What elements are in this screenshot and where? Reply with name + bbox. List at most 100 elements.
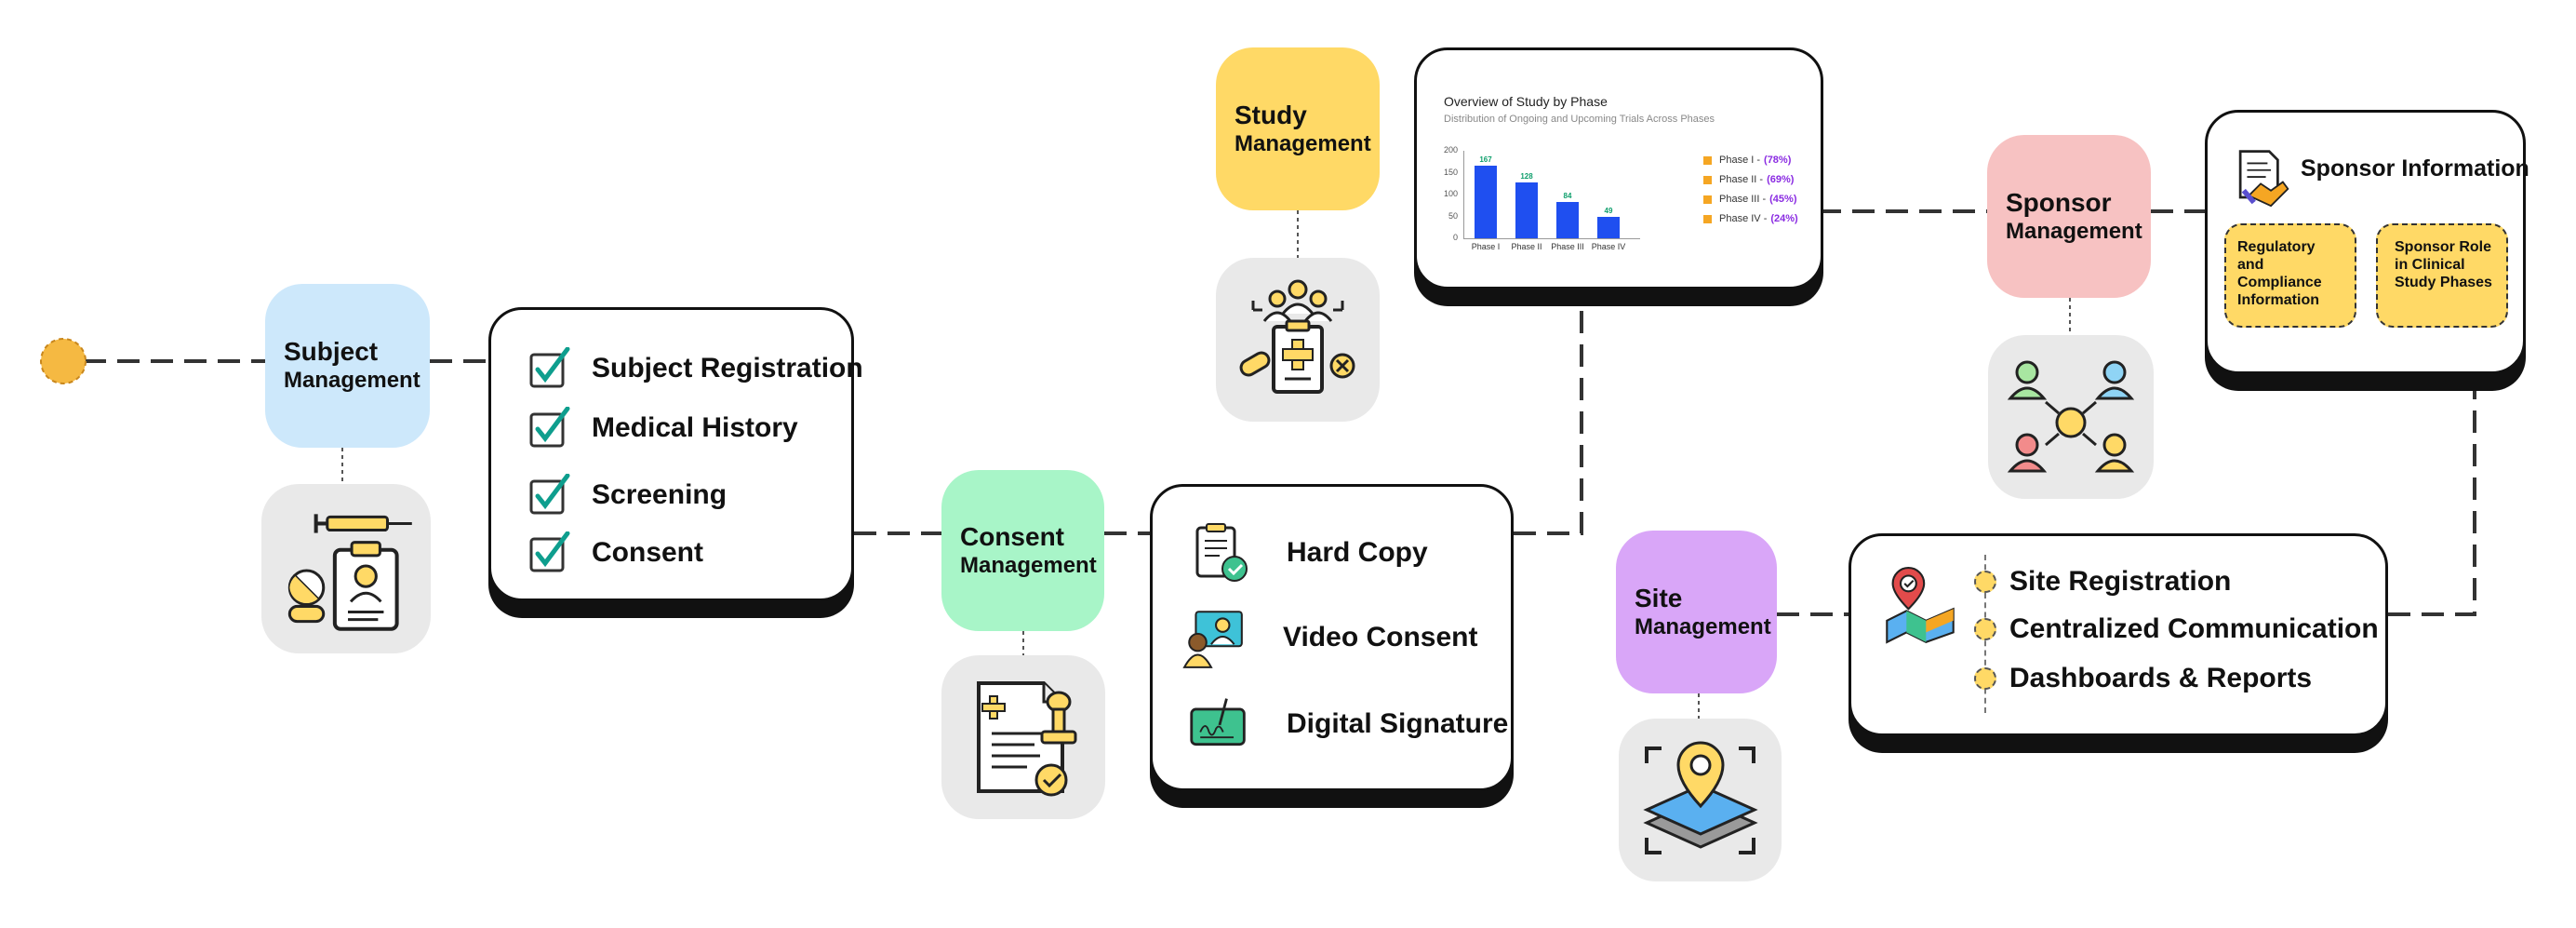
- legend-item: Phase I -(78%): [1703, 155, 1791, 166]
- bar-value-label: 128: [1520, 171, 1533, 181]
- subject-item-label: Subject Registration: [592, 353, 863, 383]
- team-clipboard-pills-icon: [1216, 258, 1380, 422]
- study-title: Study: [1235, 100, 1307, 129]
- subject-subtitle: Management: [284, 368, 420, 393]
- study-management-node[interactable]: Study Management: [1216, 47, 1380, 210]
- start-node: [40, 338, 87, 384]
- checkbox-checked-icon: [529, 474, 570, 515]
- site-item-dashboards[interactable]: Dashboards & Reports: [1974, 663, 2312, 694]
- consent-item-label: Digital Signature: [1287, 708, 1509, 739]
- y-tick-label: 200: [1443, 145, 1458, 155]
- map-location-icon: [1886, 567, 1955, 644]
- legend-percent: (24%): [1770, 213, 1798, 224]
- checkbox-checked-icon: [529, 531, 570, 572]
- legend-item: Phase IV -(24%): [1703, 213, 1798, 224]
- legend-label: Phase II -: [1719, 174, 1764, 185]
- bar-phase-iv[interactable]: [1597, 216, 1620, 238]
- clipboard-check-icon: [1195, 523, 1248, 582]
- bar-phase-ii[interactable]: [1515, 182, 1538, 238]
- y-tick-label: 0: [1452, 233, 1458, 242]
- y-axis-line: [1463, 151, 1464, 238]
- site-item-label: Site Registration: [2009, 566, 2232, 597]
- subject-item-consent[interactable]: Consent: [528, 531, 703, 574]
- consent-subtitle: Management: [960, 552, 1097, 578]
- legend-swatch: [1703, 195, 1712, 204]
- bar-value-label: 167: [1479, 155, 1492, 164]
- consent-item-label: Hard Copy: [1287, 537, 1428, 568]
- site-item-label: Dashboards & Reports: [2009, 663, 2313, 693]
- study-subtitle: Management: [1235, 130, 1371, 156]
- consent-items-card: Hard Copy Video Consent Digital Signatur…: [1150, 484, 1514, 791]
- tablet-signature-icon: [1190, 698, 1246, 746]
- sponsor-info-card: Sponsor Information Regulatory and Compl…: [2205, 110, 2529, 374]
- y-tick-label: 150: [1443, 167, 1458, 177]
- x-tick-label: Phase I: [1471, 242, 1501, 251]
- bullet-icon: [1974, 571, 1996, 593]
- subject-item-registration[interactable]: Subject Registration: [528, 347, 863, 390]
- subject-item-label: Consent: [592, 537, 703, 568]
- sponsor-management-node[interactable]: Sponsor Management: [1987, 135, 2151, 298]
- chart-legend: Phase I -(78%)Phase II -(69%)Phase III -…: [1703, 155, 1815, 257]
- legend-label: Phase I -: [1719, 155, 1761, 166]
- x-tick-label: Phase III: [1551, 242, 1584, 251]
- legend-percent: (45%): [1769, 194, 1797, 205]
- site-item-label: Centralized Communication: [2009, 613, 2379, 644]
- site-subtitle: Management: [1635, 613, 1771, 639]
- subject-item-medical-history[interactable]: Medical History: [528, 407, 798, 450]
- y-tick-label: 100: [1443, 189, 1458, 198]
- sponsor-info-title: Sponsor Information: [2301, 155, 2529, 182]
- legend-percent: (78%): [1764, 155, 1792, 166]
- bar-value-label: 49: [1604, 206, 1613, 215]
- document-stamp-icon: [941, 655, 1105, 819]
- legend-item: Phase III -(45%): [1703, 194, 1796, 205]
- checkbox-checked-icon: [529, 347, 570, 388]
- people-network-icon: [1988, 335, 2154, 499]
- site-items-card: Site Registration Centralized Communicat…: [1849, 533, 2388, 736]
- subject-item-label: Screening: [592, 479, 727, 510]
- sponsor-subtitle: Management: [2006, 218, 2142, 244]
- subject-management-node[interactable]: Subject Management: [265, 284, 430, 448]
- bar-phase-iii[interactable]: [1556, 201, 1579, 238]
- subject-item-label: Medical History: [592, 412, 798, 443]
- consent-item-hard-copy[interactable]: Hard Copy: [1188, 520, 1428, 585]
- map-pin-layers-icon: [1619, 719, 1782, 881]
- consent-title: Consent: [960, 521, 1064, 551]
- chart-subtitle: Distribution of Ongoing and Upcoming Tri…: [1444, 114, 1715, 125]
- bullet-icon: [1974, 667, 1996, 690]
- site-management-node[interactable]: Site Management: [1616, 531, 1777, 693]
- legend-label: Phase III -: [1719, 194, 1767, 205]
- site-title: Site: [1635, 583, 1683, 612]
- x-axis-line: [1463, 238, 1640, 239]
- study-overview-chart-card: Overview of Study by Phase Distribution …: [1414, 47, 1823, 289]
- legend-percent: (69%): [1767, 174, 1795, 185]
- subject-items-card: Subject Registration Medical History Scr…: [488, 307, 863, 601]
- site-item-communication[interactable]: Centralized Communication: [1974, 613, 2379, 645]
- subject-item-screening[interactable]: Screening: [528, 474, 727, 517]
- consent-item-video-consent[interactable]: Video Consent: [1181, 604, 1477, 671]
- site-item-registration[interactable]: Site Registration: [1974, 566, 2231, 598]
- checkbox-checked-icon: [529, 407, 570, 448]
- bar-value-label: 84: [1563, 191, 1572, 200]
- legend-swatch: [1703, 214, 1712, 223]
- x-tick-label: Phase II: [1511, 242, 1542, 251]
- sponsor-role-box[interactable]: Sponsor Role in Clinical Study Phases: [2376, 223, 2508, 328]
- chart-title: Overview of Study by Phase: [1444, 94, 1608, 109]
- bullet-icon: [1974, 618, 1996, 640]
- syringe-pills-clipboard-icon: [261, 484, 431, 653]
- y-tick-label: 50: [1448, 210, 1458, 221]
- regulatory-compliance-box[interactable]: Regulatory and Compliance Information: [2224, 223, 2356, 328]
- legend-swatch: [1703, 155, 1712, 165]
- video-call-icon: [1182, 611, 1243, 668]
- sponsor-title: Sponsor: [2006, 187, 2112, 217]
- legend-item: Phase II -(69%): [1703, 174, 1794, 185]
- consent-item-label: Video Consent: [1283, 622, 1478, 652]
- consent-item-digital-signature[interactable]: Digital Signature: [1188, 693, 1508, 755]
- consent-management-node[interactable]: Consent Management: [941, 470, 1104, 631]
- bar-phase-i[interactable]: [1475, 165, 1497, 238]
- legend-label: Phase IV -: [1719, 213, 1768, 224]
- document-handshake-icon: [2238, 150, 2289, 208]
- legend-swatch: [1703, 175, 1712, 184]
- subject-title: Subject: [284, 337, 379, 366]
